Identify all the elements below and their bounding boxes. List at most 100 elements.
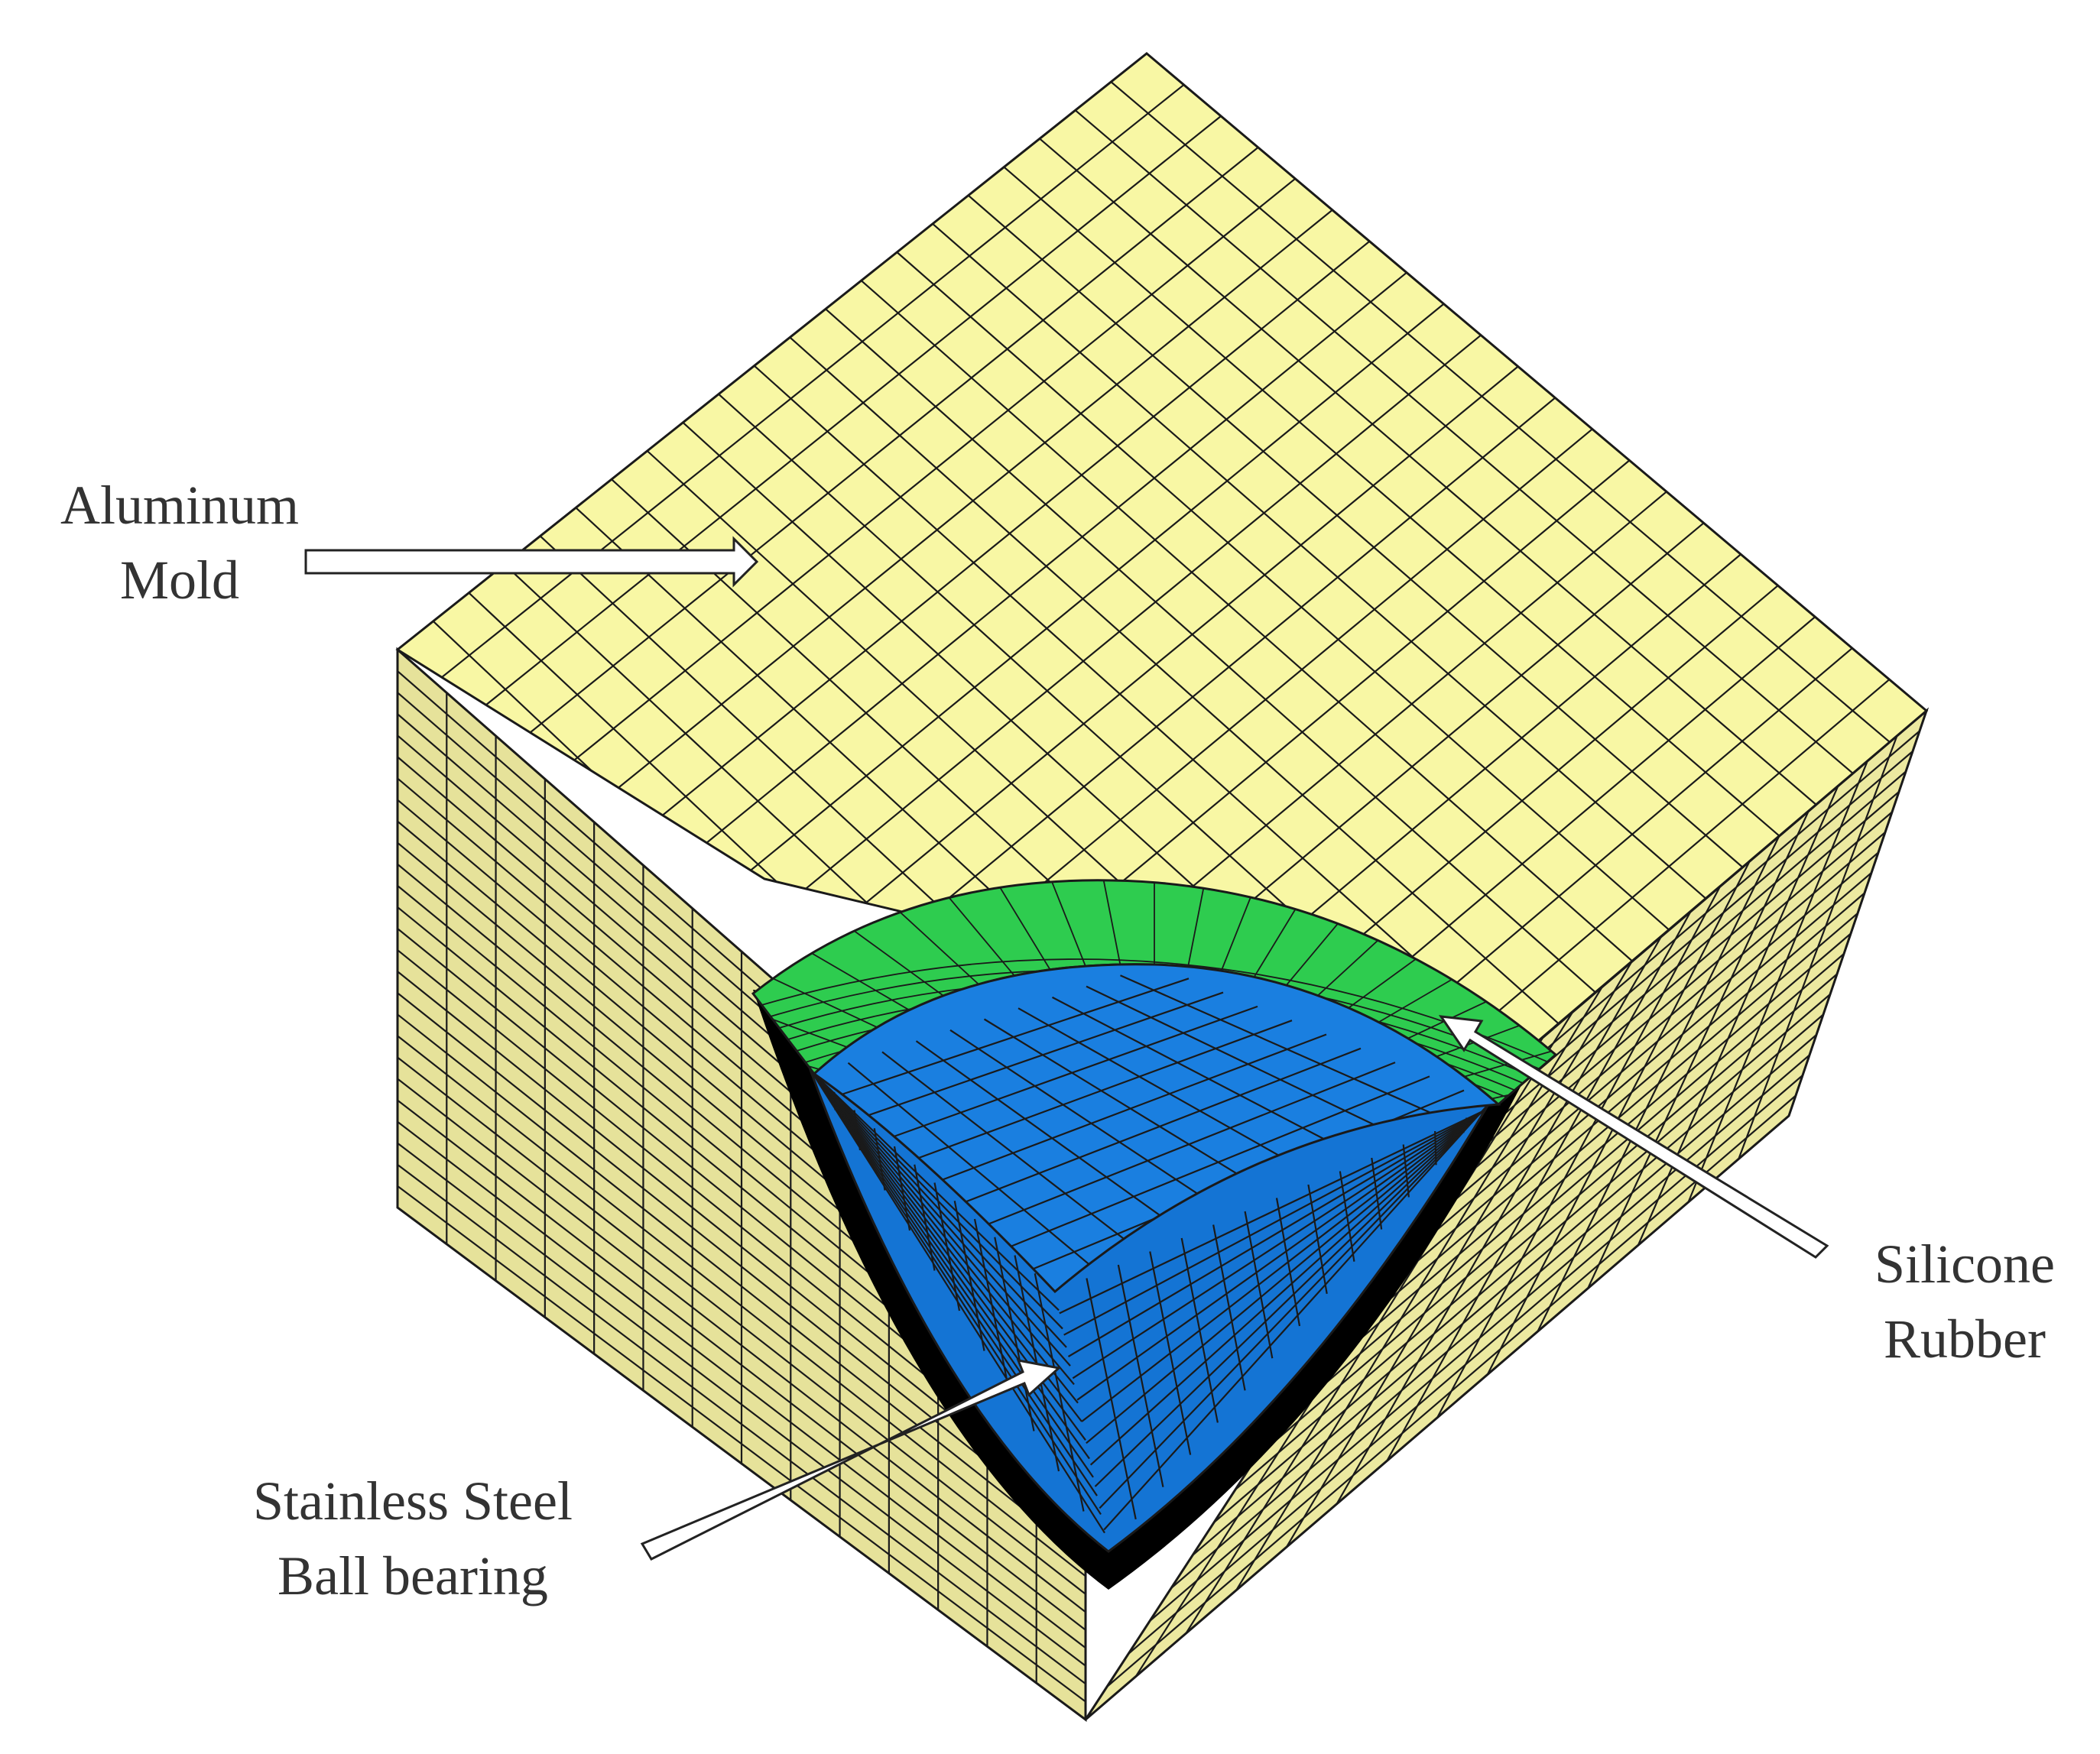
label-stainless-steel-ball: Stainless Steel Ball bearing [199, 1464, 627, 1613]
mesh-line [812, 1072, 1071, 1367]
mesh-line [1086, 985, 1410, 1143]
mesh-line [810, 1070, 1098, 1496]
mesh-line [757, 365, 1519, 993]
mesh-line [967, 194, 1744, 868]
mesh-line [433, 84, 1185, 685]
mesh-line [1170, 1034, 1817, 1589]
mesh-line [896, 251, 1670, 931]
label-silicone-rubber: Silicone Rubber [1835, 1227, 2095, 1376]
mesh-line [397, 1120, 1086, 1649]
mesh-line [1051, 996, 1366, 1162]
mesh-line [1086, 1101, 1491, 1444]
mesh-line [1406, 811, 1893, 1227]
mesh-line [813, 1072, 1060, 1311]
mesh-line [812, 1072, 1075, 1386]
mesh-line [1320, 892, 1865, 1359]
mesh-line [1363, 851, 1879, 1293]
mesh-line [810, 1070, 1102, 1516]
mesh-line [983, 1018, 1277, 1199]
mesh-line [810, 1070, 1094, 1478]
mesh-line [721, 334, 1482, 958]
label-stainless-steel-ball-line1: Stainless Steel [253, 1470, 573, 1532]
mesh-line [810, 1071, 1090, 1460]
mesh-line [575, 507, 1339, 1059]
steel-callout-arrow [640, 1359, 1062, 1561]
mesh-line [1045, 616, 1816, 1059]
mesh-line [915, 1040, 1189, 1237]
mesh-line [397, 1099, 1086, 1631]
mesh-line [1120, 974, 1455, 1124]
rubber-callout-arrow [1438, 1015, 1829, 1259]
mesh-line [1074, 109, 1854, 774]
mesh-line [397, 1035, 1086, 1577]
mesh-line [1072, 1102, 1491, 1380]
mold-top-mesh [432, 81, 1891, 1059]
mesh-line [577, 209, 1333, 822]
label-silicone-rubber-line2: Rubber [1884, 1308, 2046, 1370]
mesh-line [932, 223, 1707, 900]
mold-right-mesh [1106, 730, 1920, 1688]
mesh-line [611, 478, 1376, 1059]
label-aluminum-mold-line1: Aluminum [60, 475, 299, 536]
mesh-line [685, 303, 1445, 924]
mesh-line [1342, 872, 1872, 1326]
mesh-line [1082, 647, 1853, 1059]
mesh-line [1277, 932, 1852, 1425]
mesh-line [949, 1029, 1233, 1217]
label-aluminum-mold: Aluminum Mold [31, 468, 329, 618]
mesh-line [397, 1056, 1086, 1595]
mesh-line [789, 336, 1560, 1025]
mesh-line [1039, 138, 1817, 806]
mesh-line [505, 146, 1259, 754]
mesh-line [397, 1078, 1086, 1613]
mesh-line [1118, 679, 1891, 1059]
mesh-line [397, 992, 1086, 1542]
mesh-line [881, 1051, 1144, 1255]
mesh-line [397, 1163, 1086, 1684]
mesh-line [860, 280, 1633, 962]
mesh-line [1256, 953, 1845, 1457]
label-stainless-steel-ball-line2: Ball bearing [278, 1545, 548, 1606]
mesh-line [1235, 973, 1838, 1490]
mesh-line [1110, 81, 1891, 743]
mesh-line [1299, 913, 1858, 1392]
label-aluminum-mold-line2: Mold [119, 550, 240, 611]
mesh-line [1081, 1101, 1491, 1422]
mesh-line [540, 177, 1296, 787]
mesh-line [1449, 770, 1907, 1162]
mesh-line [1076, 1102, 1491, 1401]
steel-ball-mesh [810, 1070, 1491, 1534]
mesh-line [1063, 1103, 1491, 1336]
mesh-line [813, 1072, 1063, 1330]
mesh-line [1427, 791, 1900, 1195]
mesh-line [847, 1062, 1100, 1274]
mesh-line [1149, 1054, 1810, 1622]
mesh-line [811, 1072, 1079, 1404]
mold-callout-arrow [304, 536, 759, 588]
mesh-line [1094, 1101, 1491, 1487]
mesh-line [397, 1013, 1086, 1559]
mesh-line [1009, 585, 1779, 1059]
mesh-line [813, 1072, 1067, 1348]
mesh-line [1213, 994, 1831, 1523]
mesh-line [753, 365, 1523, 1056]
mesh-line [1192, 1013, 1824, 1556]
mesh-line [973, 553, 1741, 1059]
mesh-line [1106, 1094, 1797, 1688]
mesh-line [810, 1070, 1105, 1534]
mesh-line [539, 535, 1303, 1059]
mesh-line [1384, 832, 1886, 1260]
mesh-line [1018, 1007, 1322, 1180]
label-silicone-rubber-line1: Silicone [1874, 1234, 2055, 1295]
mesh-line [469, 115, 1222, 719]
mesh-line [1099, 1101, 1491, 1509]
mesh-line [1103, 1100, 1491, 1531]
mesh-line [397, 1185, 1086, 1703]
mesh-line [1491, 730, 1920, 1096]
steel-ball-top-mesh [838, 974, 1465, 1274]
mesh-line [397, 1142, 1086, 1667]
mesh-line [613, 240, 1371, 856]
mesh-line [1067, 1102, 1491, 1357]
mesh-line [649, 271, 1407, 890]
